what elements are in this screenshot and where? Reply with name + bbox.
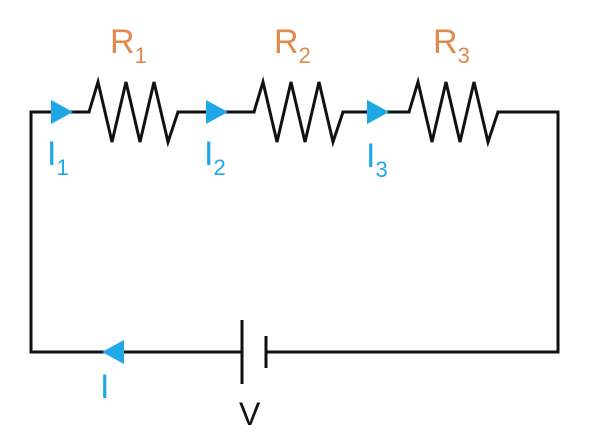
current-arrow-i1 [51, 100, 73, 124]
current-i3-label: I3 [366, 137, 388, 182]
current-arrow-i3 [367, 100, 389, 124]
total-current-label: I [100, 368, 109, 406]
current-arrow-total [102, 340, 124, 364]
right-wire [264, 110, 560, 354]
top-left-wire [29, 110, 91, 354]
resistor-r1-label: R1 [110, 23, 147, 68]
current-i2-label: I2 [204, 135, 226, 180]
resistor-r3-symbol [407, 76, 500, 148]
resistor-r3-label: R3 [433, 23, 470, 68]
resistor-r1-symbol [87, 76, 180, 148]
resistor-r2-symbol [252, 76, 345, 148]
battery-voltage-label: V [239, 396, 261, 432]
current-arrow-i2 [206, 100, 228, 124]
resistor-r2-label: R2 [274, 23, 311, 68]
current-i1-label: I1 [47, 135, 69, 180]
